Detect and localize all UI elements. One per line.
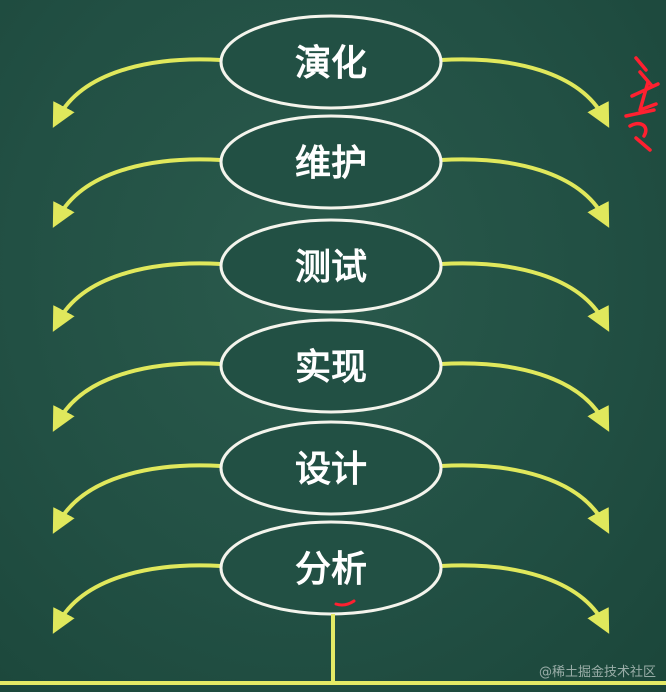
- stage-node: 分析: [52, 520, 610, 634]
- arrow-right: [439, 463, 610, 534]
- stage-node: 设计: [52, 420, 610, 534]
- stage-label: 演化: [295, 43, 367, 84]
- arrow-right: [439, 57, 610, 128]
- arrow-left: [52, 261, 223, 332]
- arrow-left: [52, 463, 223, 534]
- stage-ellipse: [219, 318, 443, 414]
- arrow-left: [52, 157, 223, 228]
- stage-node: 实现: [52, 318, 610, 432]
- stage-label: 测试: [295, 247, 367, 288]
- stage-label: 设计: [295, 449, 367, 490]
- stage-label: 实现: [295, 347, 367, 388]
- arrow-left: [52, 361, 223, 432]
- arrow-left: [52, 57, 223, 128]
- stage-label: 维护: [295, 143, 367, 184]
- arrow-left: [52, 563, 223, 634]
- arrow-right: [439, 563, 610, 634]
- stage-node: 维护: [52, 114, 610, 228]
- stage-node: 演化: [52, 14, 610, 128]
- stage-node: 测试: [52, 218, 610, 332]
- arrow-right: [439, 261, 610, 332]
- stage-ellipse: [219, 14, 443, 110]
- stage-label: 分析: [295, 549, 367, 590]
- red-scribble-icon: [624, 56, 660, 152]
- stage-ellipse: [219, 114, 443, 210]
- stage-ellipse: [219, 218, 443, 314]
- stage-ellipse: [219, 420, 443, 516]
- red-tick-mark: [334, 599, 356, 607]
- watermark: @稀土掘金技术社区: [538, 665, 656, 680]
- arrow-right: [439, 157, 610, 228]
- arrow-right: [439, 361, 610, 432]
